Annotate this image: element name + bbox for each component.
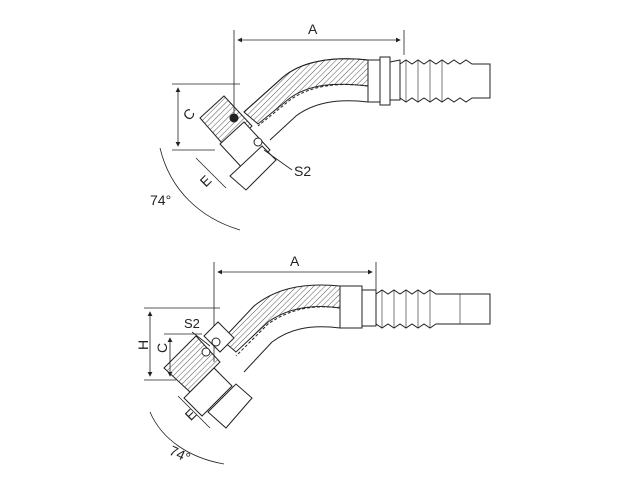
- top-nut: [199, 95, 277, 191]
- bottom-dimension-e-line: [177, 395, 211, 429]
- top-angle-arc: [159, 147, 241, 231]
- bottom-dimension-h: [144, 307, 220, 381]
- top-bent-body: [243, 58, 369, 141]
- bottom-bent-body: [221, 284, 341, 373]
- bottom-hose-tail: [339, 285, 491, 329]
- bottom-dimension-c: [164, 333, 202, 377]
- bottom-nut: [163, 321, 253, 429]
- bottom-label-a: A: [290, 253, 300, 269]
- bottom-fitting: [144, 262, 491, 465]
- top-s2-leader: [263, 149, 293, 171]
- top-dimension-c: [172, 83, 240, 151]
- top-fitting: [159, 30, 491, 231]
- bottom-label-s2: S2: [184, 316, 200, 331]
- bottom-label-angle: 74°: [167, 442, 193, 465]
- top-label-c: C: [180, 105, 198, 123]
- bottom-angle-arc: [149, 411, 225, 465]
- top-hose-tail: [367, 56, 491, 106]
- bottom-s2-leader: [191, 331, 211, 347]
- top-label-angle: 74°: [150, 192, 171, 208]
- bottom-label-h: H: [135, 340, 151, 350]
- top-label-e: E: [197, 172, 215, 190]
- top-label-a: A: [308, 21, 318, 37]
- bottom-label-c: C: [154, 343, 170, 353]
- top-dimension-e-line: [195, 157, 227, 189]
- top-label-s2: S2: [294, 163, 311, 179]
